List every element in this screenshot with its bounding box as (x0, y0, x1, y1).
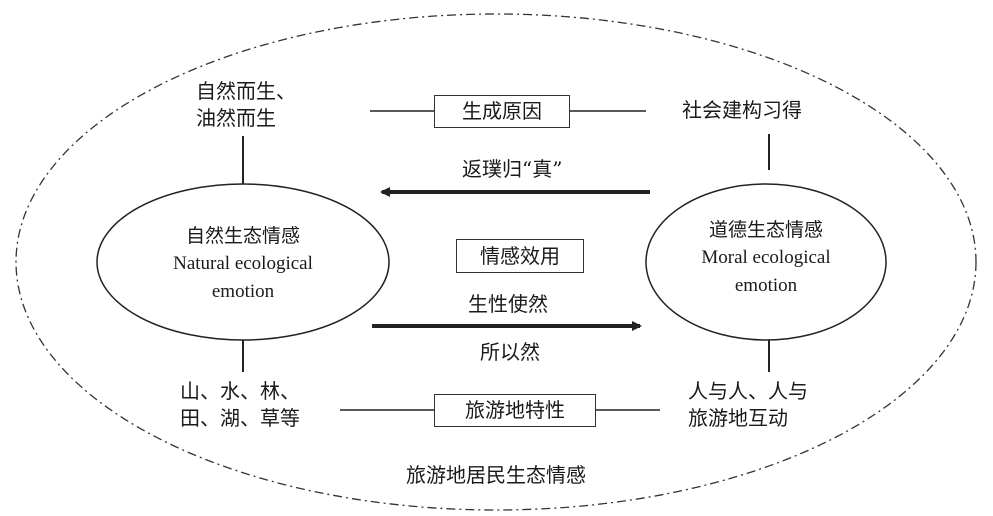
bottom-left-line1: 山、水、林、 (180, 379, 300, 403)
top-left-line2: 油然而生 (196, 106, 276, 130)
destination-feature-label: 旅游地特性 (465, 398, 565, 422)
natural-emotion-en-1: Natural ecological (173, 253, 313, 274)
top-left-text: 自然而生、 油然而生 (196, 78, 296, 132)
moral-emotion-zh: 道德生态情感 (708, 219, 823, 241)
return-to-true-label: 返璞归“真” (462, 157, 563, 181)
bottom-right-line2: 旅游地互动 (688, 406, 788, 430)
generation-cause-label: 生成原因 (462, 99, 542, 123)
right-ellipse-shape (645, 183, 887, 341)
destination-feature-box: 旅游地特性 (434, 394, 596, 427)
top-right-text: 社会建构习得 (682, 97, 802, 124)
natural-emotion-zh: 自然生态情感 (185, 225, 300, 247)
natural-emotion-text: 自然生态情感 Natural ecological emotion (113, 222, 373, 306)
bottom-right-text: 人与人、人与 旅游地互动 (688, 378, 808, 432)
innate-nature-label: 生性使然 (468, 292, 548, 316)
outer-boundary-ellipse (15, 13, 977, 511)
emotional-utility-label: 情感效用 (480, 244, 560, 268)
outer-title: 旅游地居民生态情感 (406, 463, 586, 487)
moral-emotion-text: 道德生态情感 Moral ecological emotion (646, 216, 886, 300)
top-left-line1: 自然而生、 (196, 79, 296, 103)
bottom-left-text: 山、水、林、 田、湖、草等 (180, 378, 300, 432)
bottom-right-line1: 人与人、人与 (688, 379, 808, 403)
moral-emotion-en-1: Moral ecological (701, 247, 831, 268)
generation-cause-box: 生成原因 (434, 95, 570, 128)
bottom-left-line2: 田、湖、草等 (180, 406, 300, 430)
emotional-utility-box: 情感效用 (456, 239, 584, 273)
reason-label: 所以然 (480, 340, 540, 364)
natural-emotion-en-2: emotion (211, 281, 275, 302)
moral-emotion-en-2: emotion (734, 275, 798, 296)
top-right-label: 社会建构习得 (682, 98, 802, 122)
